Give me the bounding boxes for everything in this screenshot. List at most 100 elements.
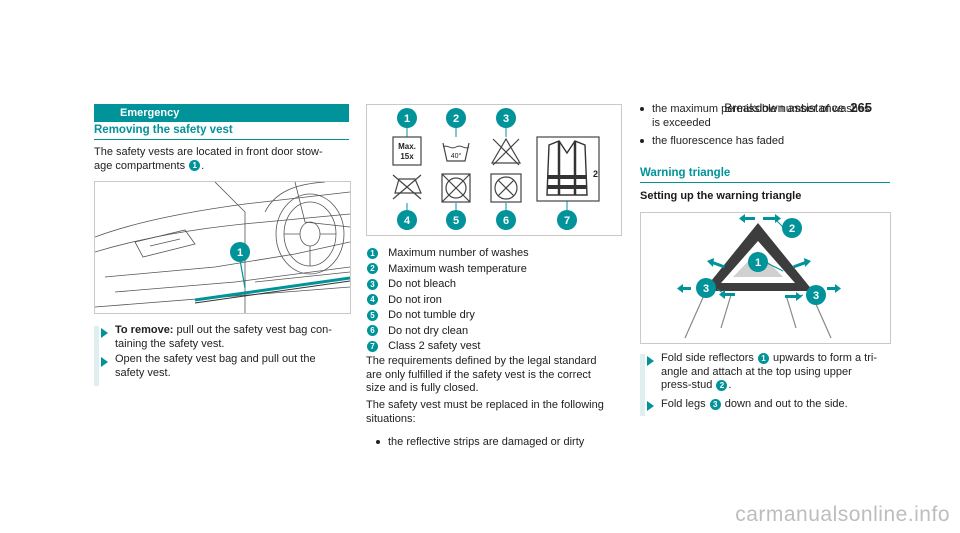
- paragraph-line: The requirements defined by the legal st…: [366, 355, 597, 367]
- callout-1-label: 1: [237, 247, 243, 259]
- legend-text: Do not iron: [388, 293, 442, 306]
- warning-triangle-illustration: 1 2 3 3: [640, 212, 891, 344]
- callout-3-right-label: 3: [813, 290, 819, 302]
- step-text: .: [728, 379, 732, 391]
- vest-class-label: 2: [593, 169, 598, 179]
- step-arrow-icon: [647, 356, 654, 366]
- bullet-item: the maximum permissible number of washes…: [640, 103, 900, 130]
- max-washes-label: Max.: [398, 142, 416, 151]
- no-bleach-symbol: [490, 137, 522, 166]
- callout-4: [397, 210, 417, 230]
- intro-line: The safety vests are located in front do…: [94, 146, 323, 158]
- step-text: down and out to the side.: [721, 398, 848, 410]
- step-arrow-icon: [101, 328, 108, 338]
- no-iron-symbol: [392, 174, 422, 200]
- step-bar: [94, 326, 99, 366]
- step-bar: [640, 354, 645, 400]
- bullet-item: the fluorescence has faded: [640, 135, 900, 149]
- subheading-setting-up-triangle: Setting up the warning triangle: [640, 190, 802, 202]
- legend-item: 7 Class 2 safety vest: [366, 339, 626, 355]
- band-label: Emergency: [120, 107, 180, 119]
- step-line: Open the safety vest bag and pull out th…: [115, 353, 316, 365]
- callout-3-left: [696, 278, 716, 298]
- callout-7: [557, 210, 577, 230]
- heading-warning-triangle: Warning triangle: [640, 167, 731, 179]
- step-text: press-stud: [661, 379, 713, 391]
- bullet-text: the fluorescence has faded: [652, 135, 785, 147]
- bullet-text: the maximum permissible number of washes: [652, 103, 870, 115]
- care-symbols-illustration: Max. 15x 40°: [366, 104, 622, 236]
- bullet-line: the maximum permissible number of washes: [640, 103, 900, 117]
- legend-text: Do not tumble dry: [388, 309, 475, 321]
- step-bar: [94, 356, 99, 386]
- step-bold: To remove:: [115, 324, 174, 336]
- bullet-icon: [376, 440, 380, 445]
- care-symbols-drawing: Max. 15x 40°: [392, 108, 600, 230]
- heading-rule: [640, 182, 890, 183]
- callout-5-label: 5: [453, 215, 459, 227]
- paragraph-line: The safety vest must be replaced in the …: [366, 399, 604, 411]
- watermark: carmanualsonline.info: [735, 503, 950, 526]
- legend-text: Class 2 safety vest: [388, 340, 481, 352]
- legend-number: 3: [367, 278, 378, 290]
- step-fold-legs: Fold legs 3 down and out to the side.: [661, 398, 901, 412]
- step-line: Fold side reflectors 1 upwards to form a…: [661, 352, 901, 366]
- callout-2-label: 2: [789, 223, 795, 235]
- callout-3-right: [806, 285, 826, 305]
- step-line: taining the safety vest.: [115, 337, 225, 350]
- step-text: pull out the safety vest bag con-: [173, 324, 332, 336]
- step-arrow-icon: [647, 401, 654, 411]
- step-line: safety vest.: [115, 366, 171, 379]
- step-text: Fold legs: [661, 398, 706, 410]
- callout-number: 1: [758, 352, 769, 364]
- step-bar: [640, 396, 645, 416]
- step-text: Fold side reflectors: [661, 352, 754, 364]
- legend-text: Maximum wash temperature: [388, 262, 527, 275]
- legend-number: 6: [367, 325, 378, 337]
- callout-2: [782, 218, 802, 238]
- callout-1: [748, 252, 768, 272]
- requirements-paragraph: The requirements defined by the legal st…: [366, 355, 631, 396]
- callout-3-left-label: 3: [703, 283, 709, 295]
- heading-rule: [94, 139, 349, 140]
- legend-number: 4: [367, 294, 378, 306]
- class-2-vest-symbol: 2: [536, 136, 600, 202]
- callout-6: [496, 210, 516, 230]
- bullet-icon: [640, 107, 644, 112]
- legend-number: 2: [367, 263, 378, 275]
- legend-number: 5: [367, 309, 378, 321]
- legend-item: 2 Maximum wash temperature: [366, 262, 626, 278]
- step-fold-reflectors: Fold side reflectors 1 upwards to form a…: [661, 352, 901, 393]
- legend-text: Maximum number of washes: [388, 247, 529, 259]
- legend-item: 6 Do not dry clean: [366, 324, 626, 340]
- wash-temperature-symbol: 40°: [442, 142, 470, 162]
- callout-4-label: 4: [404, 215, 411, 227]
- door-drawing: 1: [94, 181, 351, 313]
- step-remove: To remove: pull out the safety vest bag …: [115, 324, 355, 351]
- step-open-bag: Open the safety vest bag and pull out th…: [115, 353, 355, 380]
- callout-3-label: 3: [503, 113, 509, 125]
- step-arrow-icon: [101, 357, 108, 367]
- max-washes-symbol: [392, 136, 422, 166]
- legend-item: 3 Do not bleach: [366, 277, 626, 293]
- section-title: Breakdown assistance: [724, 101, 845, 115]
- intro-text: The safety vests are located in front do…: [94, 146, 354, 173]
- step-line: angle and attach at the top using upper: [661, 365, 852, 378]
- callout-number: 2: [716, 379, 728, 391]
- paragraph-line: situations:: [366, 412, 416, 425]
- legend-number: 7: [367, 340, 378, 352]
- callout-7-label: 7: [564, 215, 570, 227]
- max-washes-count: 15x: [400, 152, 414, 161]
- bullet-text: the reflective strips are damaged or dir…: [388, 436, 585, 448]
- no-tumble-dry-symbol: [441, 173, 471, 203]
- callout-2-label: 2: [453, 113, 459, 125]
- intro-text-part: .: [201, 159, 205, 172]
- callout-number: 1: [189, 160, 201, 172]
- triangle-drawing: 1 2 3 3: [677, 214, 841, 339]
- step-line: press-stud 2.: [661, 379, 901, 393]
- legend-text: Do not bleach: [388, 278, 456, 290]
- intro-line: age compartments 1.: [94, 160, 354, 174]
- wash-temp-label: 40°: [451, 152, 462, 160]
- paragraph-line: size and is fully closed.: [366, 382, 479, 394]
